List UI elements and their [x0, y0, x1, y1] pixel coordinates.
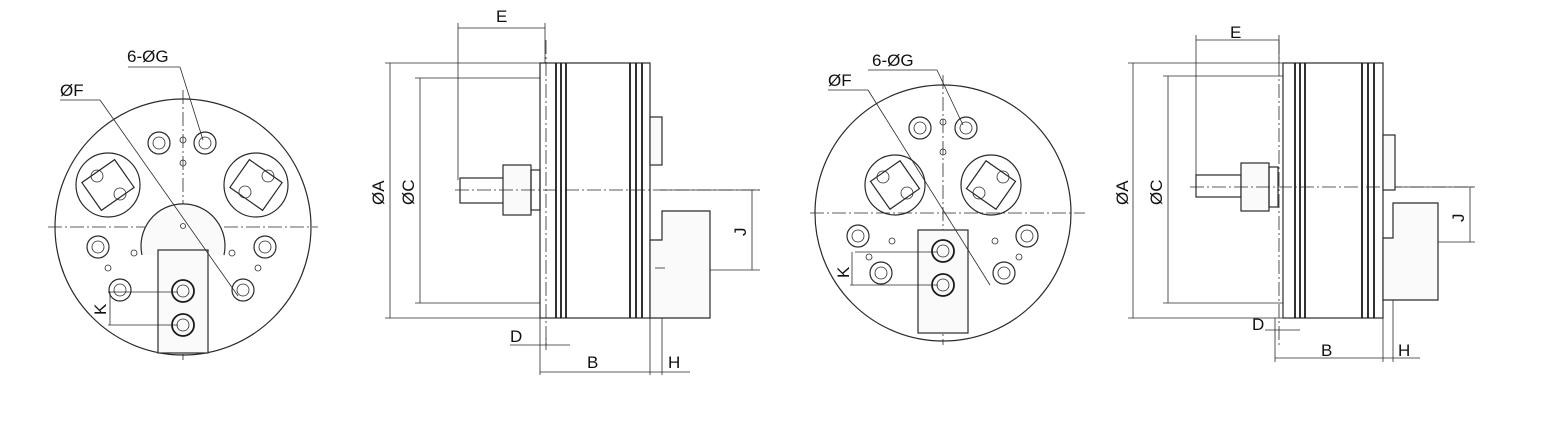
jaw-right: [223, 152, 289, 218]
dim-h: H: [668, 353, 680, 372]
dim-b: B: [1321, 341, 1332, 360]
dim-d: D: [1252, 315, 1264, 334]
jaw-left: [75, 152, 141, 218]
side-view-left: E ØA ØC J D B H: [369, 7, 760, 375]
pcd-label: ØF: [828, 71, 852, 90]
mounting-holes: [846, 116, 1039, 285]
dim-c: ØC: [1147, 180, 1166, 206]
dim-e: E: [496, 7, 507, 26]
pcd-label: ØF: [60, 81, 84, 100]
mounting-holes: [86, 131, 277, 302]
dim-j: J: [1449, 214, 1468, 223]
center-boss: [140, 203, 226, 256]
jaw-tab: [649, 116, 663, 166]
pitch-label: K: [91, 303, 110, 315]
air-port-block: [157, 249, 209, 354]
dim-a: ØA: [369, 180, 388, 205]
jaw-tab: [1382, 134, 1396, 191]
front-view-right: 6-ØG ØF K: [810, 51, 1085, 345]
dim-d: D: [510, 327, 522, 346]
dim-e: E: [1230, 23, 1241, 42]
front-view-left: 6-ØG ØF K: [48, 47, 318, 360]
dim-j: J: [731, 228, 750, 237]
dim-b: B: [587, 353, 598, 372]
dim-c: ØC: [399, 180, 418, 206]
air-port-block: [917, 229, 969, 334]
side-jaw: [649, 210, 711, 319]
dim-a: ØA: [1113, 180, 1132, 205]
side-jaw: [1382, 202, 1439, 301]
dim-h: H: [1398, 341, 1410, 360]
jaw-right: [960, 154, 1022, 216]
holes-label: 6-ØG: [872, 51, 914, 70]
shaft: [459, 177, 506, 204]
shaft: [1195, 174, 1242, 198]
jaw-left: [864, 154, 926, 216]
holes-label: 6-ØG: [127, 47, 169, 66]
side-view-right: E ØA ØC J D B H: [1113, 23, 1475, 362]
pitch-label: K: [834, 266, 853, 278]
